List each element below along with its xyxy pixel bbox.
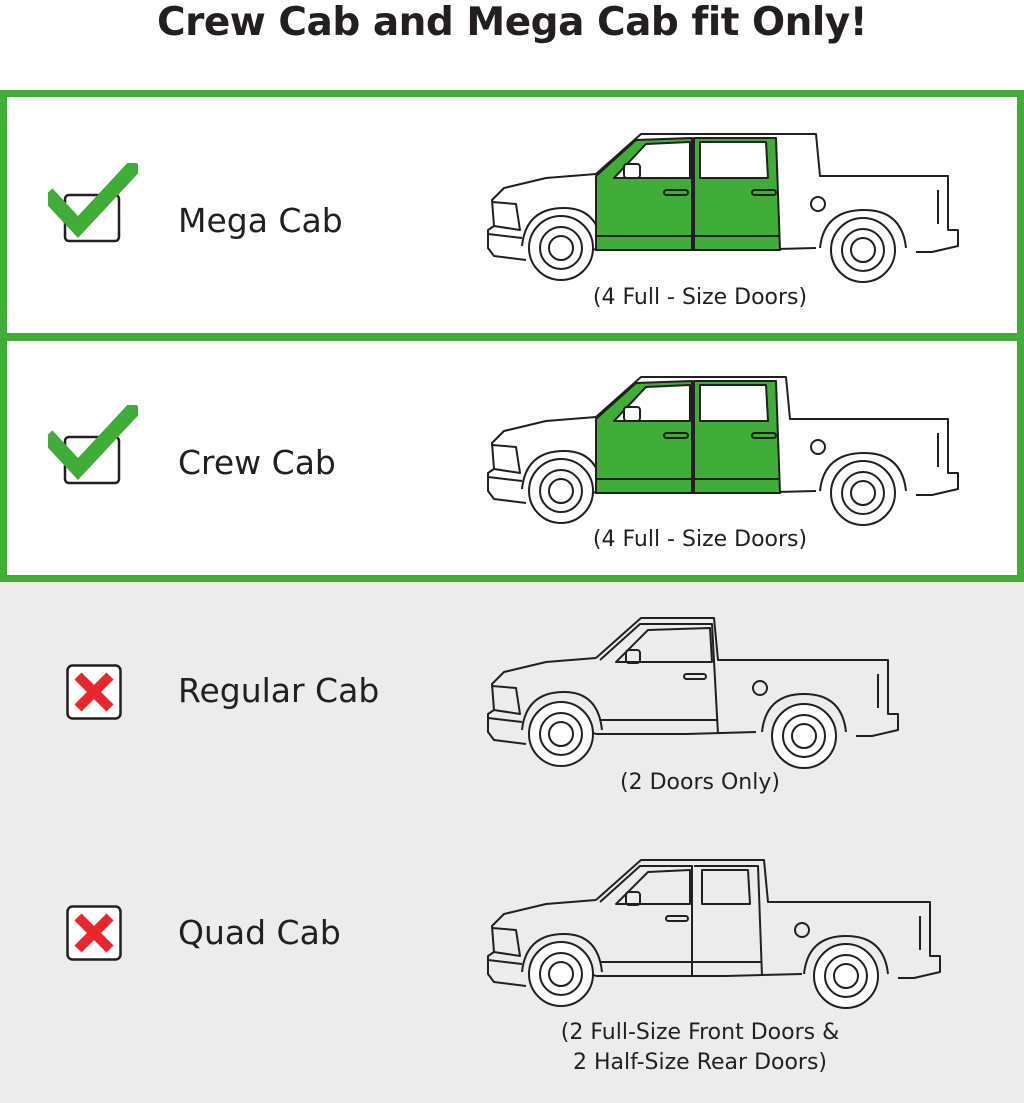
- row-caption: (4 Full - Size Doors): [560, 283, 840, 313]
- x-icon: [66, 664, 122, 720]
- truck-illustration-quad-cab: [487, 859, 941, 1009]
- x-icon: [66, 905, 122, 961]
- caption-line: (4 Full - Size Doors): [592, 285, 808, 310]
- compatible-divider: [0, 333, 1024, 341]
- not-compatible-section: [0, 580, 1024, 1103]
- caption-line: 2 Half-Size Rear Doors): [572, 1050, 828, 1075]
- row-label: Quad Cab: [178, 913, 341, 952]
- check-icon: [48, 163, 138, 243]
- caption-line: (2 Doors Only): [620, 770, 780, 795]
- caption-line: (2 Full-Size Front Doors &: [560, 1020, 840, 1045]
- check-icon: [48, 405, 138, 485]
- page-title: Crew Cab and Mega Cab fit Only!: [157, 0, 867, 45]
- row-label: Regular Cab: [178, 671, 380, 710]
- truck-illustration-mega-cab: [487, 133, 959, 283]
- row-caption: (4 Full - Size Doors): [560, 525, 840, 555]
- row-caption: (2 Full-Size Front Doors & 2 Half-Size R…: [520, 1018, 880, 1078]
- truck-illustration-crew-cab: [487, 376, 959, 526]
- row-label: Crew Cab: [178, 443, 336, 482]
- truck-illustration-regular-cab: [487, 617, 899, 769]
- caption-line: (4 Full - Size Doors): [592, 527, 808, 552]
- row-label: Mega Cab: [178, 201, 343, 240]
- row-caption: (2 Doors Only): [560, 768, 840, 798]
